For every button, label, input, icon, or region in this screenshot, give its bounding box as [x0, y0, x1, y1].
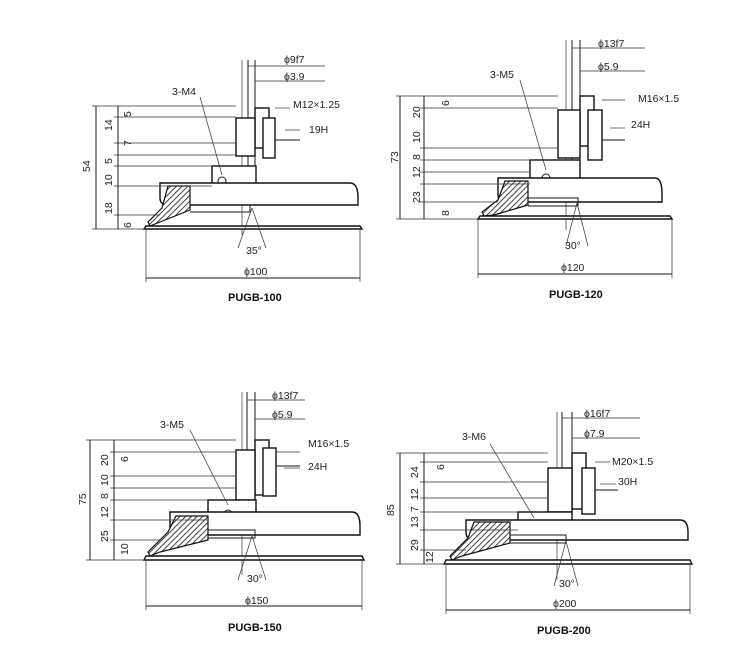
model-caption: PUGB-120: [549, 289, 603, 301]
dim-label: 12: [424, 551, 436, 563]
dim-label: 12: [99, 506, 111, 518]
dim-label: 8: [99, 493, 111, 499]
dim-label: 13: [409, 516, 421, 528]
screws-label: 3-M5: [490, 69, 514, 81]
dim-label: 23: [411, 191, 423, 203]
pad-dia-label: ϕ120: [561, 262, 585, 274]
drawing-pugb-120: ϕ13f7 ϕ5.9 3-M5 M16×1.5 24H 30° ϕ120 PUG…: [389, 38, 679, 301]
dim-label: 12: [411, 166, 423, 178]
dim-label: 10: [99, 474, 111, 486]
dim-label: 5: [122, 111, 134, 117]
dim-label: 10: [103, 174, 115, 186]
dim-label: 10: [411, 131, 423, 143]
dim-label: 24: [409, 466, 421, 478]
pad-dia-label: ϕ150: [245, 595, 269, 607]
angle-label: 30°: [565, 240, 581, 252]
dim-label: 6: [119, 456, 131, 462]
drawing-pugb-200: ϕ16f7 ϕ7.9 3-M6 M20×1.5 30H 30° ϕ200 PUG…: [385, 408, 694, 637]
dim-label: 6: [122, 222, 134, 228]
angle-label: 35°: [246, 245, 262, 257]
shaft-dia-label: ϕ16f7: [584, 408, 610, 420]
shaft-dia-label: ϕ9f7: [284, 54, 305, 66]
drawing-pugb-100: ϕ9f7 ϕ3.9 3-M4 M12×1.25 19H 35° ϕ100 PUG…: [81, 54, 364, 304]
dim-label: 20: [99, 454, 111, 466]
hex-label: 24H: [308, 461, 327, 473]
pad-dia-label: ϕ100: [244, 266, 268, 278]
model-caption: PUGB-150: [228, 622, 282, 634]
total-height-label: 85: [385, 504, 397, 516]
thread-label: M16×1.5: [638, 93, 679, 105]
dim-label: 5: [103, 158, 115, 164]
screws-label: 3-M6: [462, 431, 486, 443]
thread-label: M12×1.25: [293, 99, 340, 111]
bore-dia-label: ϕ3.9: [284, 71, 305, 83]
thread-label: M16×1.5: [308, 438, 349, 450]
total-height-label: 75: [77, 493, 89, 505]
dim-label: 18: [103, 202, 115, 214]
dim-label: 12: [409, 488, 421, 500]
screws-label: 3-M5: [160, 419, 184, 431]
dim-label: 6: [435, 464, 447, 470]
screws-label: 3-M4: [172, 86, 196, 98]
dim-label: 7: [122, 140, 134, 146]
drawing-pugb-150: ϕ13f7 ϕ5.9 3-M5 M16×1.5 24H 30° ϕ150 PUG…: [77, 390, 366, 634]
model-caption: PUGB-200: [537, 625, 591, 637]
angle-label: 30°: [559, 578, 575, 590]
hex-label: 24H: [631, 119, 650, 131]
bore-dia-label: ϕ5.9: [272, 409, 293, 421]
dim-label: 25: [99, 530, 111, 542]
dim-label: 8: [440, 210, 452, 216]
total-height-label: 73: [389, 151, 401, 163]
dim-label: 8: [411, 154, 423, 160]
bore-dia-label: ϕ5.9: [598, 61, 619, 73]
shaft-dia-label: ϕ13f7: [272, 390, 298, 402]
dim-label: 6: [440, 100, 452, 106]
dim-label: 29: [409, 539, 421, 551]
dim-label: 20: [411, 106, 423, 118]
dim-label: 14: [103, 119, 115, 131]
shaft-dia-label: ϕ13f7: [598, 38, 624, 50]
dim-label: 10: [119, 543, 131, 555]
thread-label: M20×1.5: [612, 456, 653, 468]
hex-label: 30H: [618, 476, 637, 488]
angle-label: 30°: [247, 573, 263, 585]
bore-dia-label: ϕ7.9: [584, 428, 605, 440]
pad-dia-label: ϕ200: [553, 598, 577, 610]
hex-label: 19H: [309, 124, 328, 136]
total-height-label: 54: [81, 160, 93, 172]
model-caption: PUGB-100: [228, 292, 282, 304]
dim-label: 7: [409, 506, 421, 512]
